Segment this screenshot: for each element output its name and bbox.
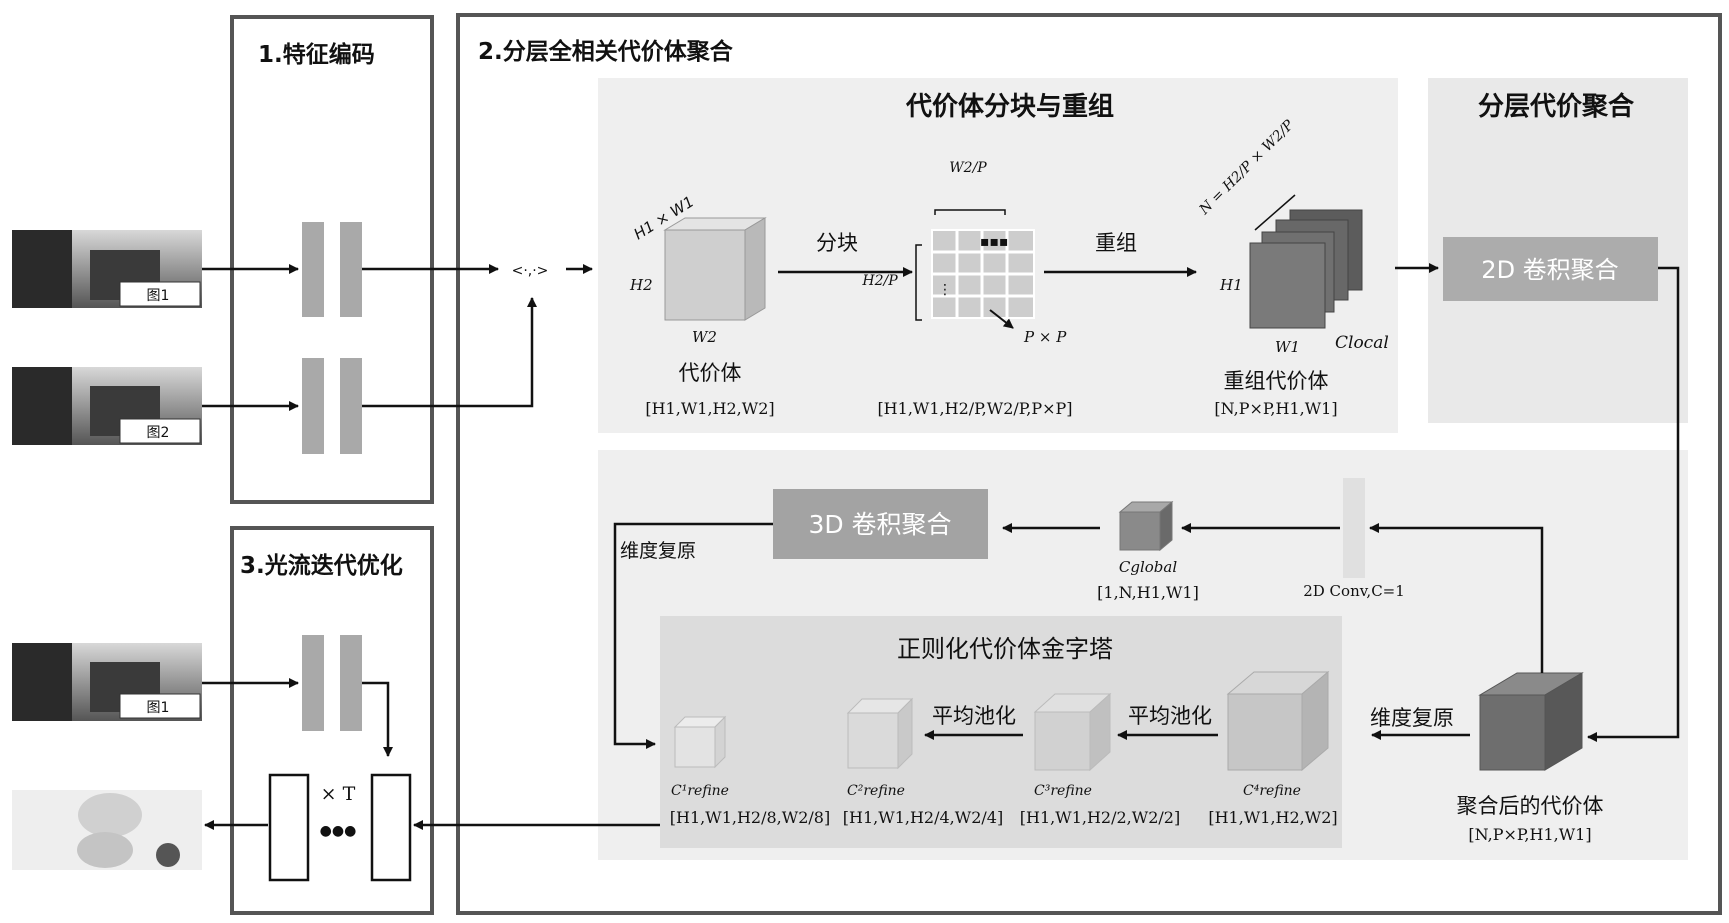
refine-shape-3: [H1,W1,H2/2,W2/2] [1020,808,1180,827]
section-title-aggregation: 2.分层全相关代价体聚合 [478,38,734,65]
aggregated-cube [1478,672,1584,771]
dim-h2: H2 [629,276,653,294]
input-image-1: 图1 [12,230,202,308]
encoder-bar-1a [302,222,324,317]
arrow-conv2d-to-aggregated [1587,266,1680,742]
h2-over-p: H2/P [861,273,898,289]
w2-over-p: W2/P [949,160,987,176]
arrow-conv3d-to-pyramid [613,522,773,749]
times-t-label: × T [321,783,356,805]
cglobal-label: Cglobal [1119,558,1177,576]
encoder-bar-3a [302,635,324,731]
split-shape: [H1,W1,H2/P,W2/P,P×P] [877,399,1072,418]
iter-box-left [268,773,310,882]
section-frame-feature-encoding [230,15,434,504]
encoder-bar-2a [302,358,324,454]
restore-left-label: 维度复原 [620,540,696,562]
split-arrow-label: 分块 [816,231,858,255]
conv-c1-label: 2D Conv,C=1 [1303,582,1405,600]
conv3d-box [773,489,988,559]
conv-c1-bar [1343,478,1365,578]
cglobal-cube [1118,500,1174,552]
h1-label: H1 [1219,276,1243,294]
refine-label-4: C⁴refine [1243,783,1301,799]
hier-panel-title: 分层代价聚合 [1478,91,1635,122]
cglobal-shape: [1,N,H1,W1] [1097,583,1199,602]
pyramid-title: 正则化代价体金字塔 [897,635,1113,663]
cost-volume-cube [663,217,767,321]
split-block-grid: ▪▪▪ ⋮ [931,229,1035,319]
refine-shape-1: [H1,W1,H2/8,W2/8] [670,808,830,827]
encoder-bar-3b [340,635,362,731]
split-panel-title: 代价体分块与重组 [905,91,1114,122]
refine-label-1: C¹refine [671,783,729,799]
restore-right-label: 维度复原 [1370,706,1454,730]
section-title-feature-encoding: 1.特征编码 [258,41,375,68]
arrow-aggregated-to-conv-c1 [1369,523,1544,673]
brace-left [915,244,922,321]
section-title-refinement: 3.光流迭代优化 [240,552,403,579]
refine-label-3: C³refine [1034,783,1092,799]
regrouped-label: 重组代价体 [1224,369,1329,393]
refine-shape-2: [H1,W1,H2/4,W2/4] [843,808,1003,827]
svg-text:▪▪▪: ▪▪▪ [980,234,1008,250]
refine-cube-1 [673,715,727,769]
arrow-pxp [989,309,1014,329]
input-image-2-label: 图2 [147,425,170,441]
arrow-encoder2-to-corr [362,297,537,408]
refine-label-2: C²refine [847,783,905,799]
corr-operator: <·,·> [512,263,549,279]
input-image-1-refine: 图1 [12,643,202,721]
aggregated-label: 聚合后的代价体 [1457,794,1604,818]
c-local-label: Clocal [1335,333,1389,353]
iter-ellipsis: ●●● [320,823,357,839]
input-image-1-label: 图1 [147,288,170,304]
avg-pool-label-1: 平均池化 [932,704,1016,728]
output-flow-image [12,790,202,870]
section-frame-aggregation [456,13,1722,915]
aggregated-shape: [N,P×P,H1,W1] [1468,825,1591,844]
cost-volume-shape: [H1,W1,H2,W2] [645,399,774,418]
avg-pool-label-2: 平均池化 [1128,704,1212,728]
pxp-label: P × P [1023,328,1067,346]
regrouped-stack [1249,209,1363,329]
conv2d-box [1443,237,1658,301]
regrouped-shape: [N,P×P,H1,W1] [1214,399,1337,418]
refine-cube-3 [1033,692,1112,772]
svg-text:⋮: ⋮ [938,282,952,298]
iter-box-right [370,773,412,882]
n-brace [1254,194,1296,231]
refine-shape-4: [H1,W1,H2,W2] [1208,808,1337,827]
dim-w2: W2 [692,328,717,346]
brace-top [934,209,1006,215]
input-image-1-refine-label: 图1 [147,700,170,716]
cost-volume-label: 代价体 [679,361,742,385]
conv2d-box-label: 2D 卷积聚合 [1481,256,1618,284]
conv3d-box-label: 3D 卷积聚合 [808,510,951,539]
w1-label: W1 [1275,338,1300,356]
input-image-2: 图2 [12,367,202,445]
section-frame-refinement [230,526,434,915]
encoder-bar-1b [340,222,362,317]
regroup-arrow-label: 重组 [1095,231,1137,255]
encoder-bar-2b [340,358,362,454]
refine-cube-2 [846,697,914,770]
arrow-encoder3-to-iter [362,681,393,757]
refine-cube-4 [1226,670,1330,772]
